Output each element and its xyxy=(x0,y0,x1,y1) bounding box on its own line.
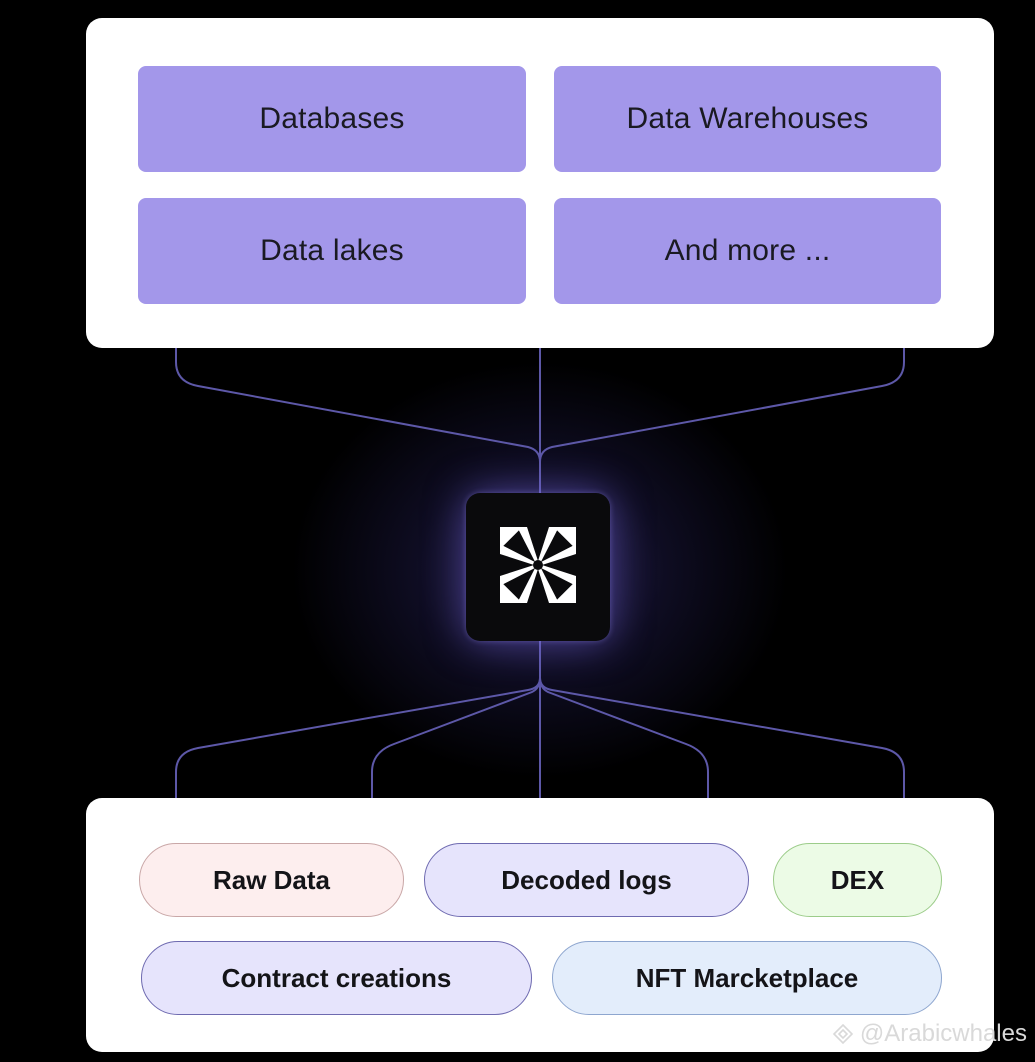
connector-bottom-3 xyxy=(539,677,709,799)
source-label: Data lakes xyxy=(260,234,404,267)
output-label: DEX xyxy=(830,864,885,895)
output-label: Contract creations xyxy=(221,962,452,993)
output-pill-raw-data: Raw Data xyxy=(139,843,404,917)
connector-top-left xyxy=(175,347,541,494)
connector-bottom-1 xyxy=(175,677,541,799)
connector-bottom-2 xyxy=(371,677,541,799)
watermark-text: @Arabicwhales xyxy=(859,1020,1027,1047)
output-pill-dex: DEX xyxy=(773,843,942,917)
watermark: @Arabicwhales xyxy=(832,1020,1027,1048)
source-tile-and-more: And more ... xyxy=(554,198,941,304)
connector-top-right xyxy=(539,347,905,494)
source-tile-data-lakes: Data lakes xyxy=(138,198,526,304)
source-label: And more ... xyxy=(664,234,831,267)
hub-node xyxy=(466,493,610,641)
output-label: NFT Marcketplace xyxy=(635,962,859,993)
connector-bottom-4 xyxy=(539,677,905,799)
output-pill-contract-creations: Contract creations xyxy=(141,941,532,1015)
source-label: Databases xyxy=(259,102,405,135)
output-pill-nft-marketplace: NFT Marcketplace xyxy=(552,941,942,1015)
output-label: Decoded logs xyxy=(501,864,672,895)
output-pill-decoded-logs: Decoded logs xyxy=(424,843,749,917)
asterisk-logo-icon xyxy=(500,526,576,608)
diamond-logo-icon xyxy=(832,1023,854,1045)
source-tile-data-warehouses: Data Warehouses xyxy=(554,66,941,172)
source-tile-databases: Databases xyxy=(138,66,526,172)
output-label: Raw Data xyxy=(212,864,331,895)
source-label: Data Warehouses xyxy=(626,102,869,135)
